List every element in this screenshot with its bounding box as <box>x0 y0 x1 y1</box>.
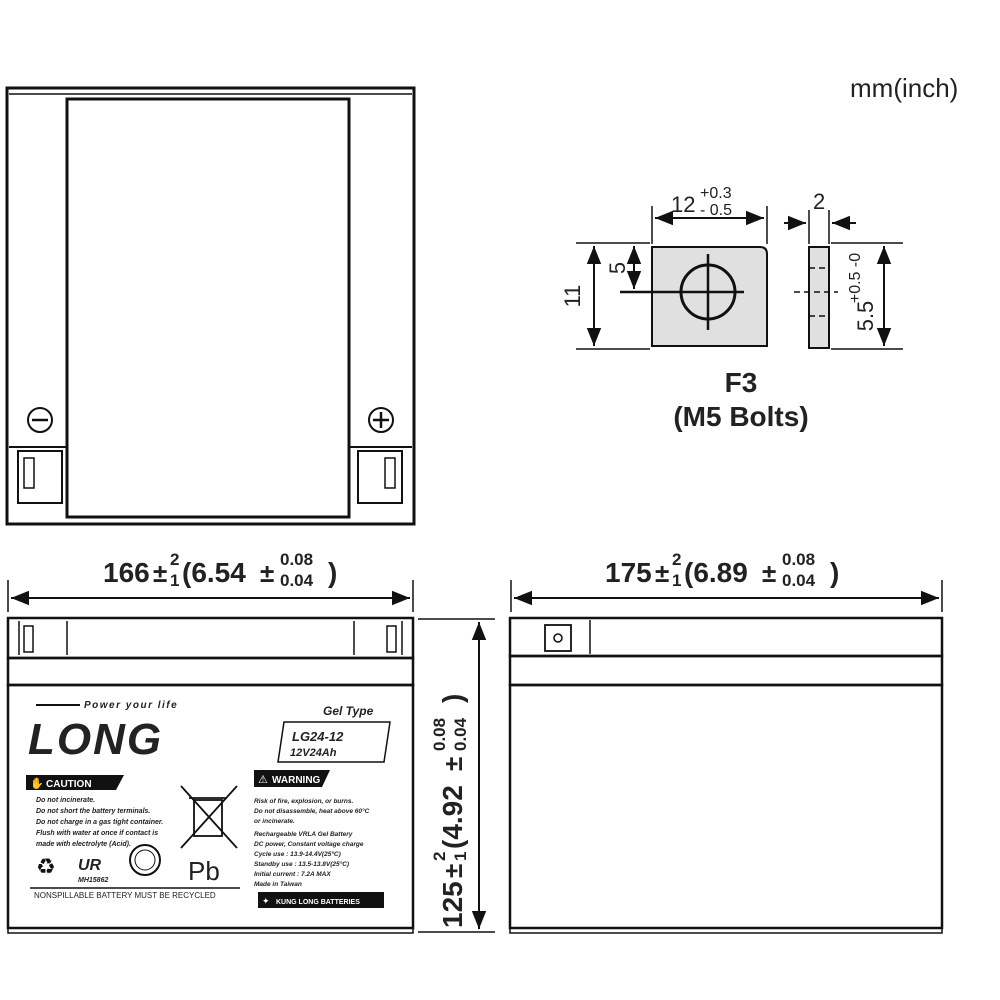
width-in-bot: 0.04 <box>280 571 314 590</box>
height-in-bot: 0.04 <box>451 717 470 751</box>
certification-seal-icon <box>129 844 161 876</box>
length-in-top: 0.08 <box>782 550 815 569</box>
width-tol-top: 2 <box>170 550 179 569</box>
terminal-width-tol-minus: - 0.5 <box>700 202 732 219</box>
unit-label: mm(inch) <box>850 73 958 103</box>
terminal-thickness-value: 2 <box>813 189 825 214</box>
terminal-hole-dia-value: 5.5 <box>853 301 878 332</box>
front-view <box>6 616 415 934</box>
brand-logo: LONG <box>28 715 163 764</box>
width-mm: 166 <box>103 557 150 588</box>
width-pm: ± <box>153 558 167 588</box>
maker-name: KUNG LONG BATTERIES <box>276 899 360 906</box>
height-in: (4.92 <box>437 785 468 849</box>
height-close: ) <box>437 694 468 703</box>
warning-line-4: Rechargeable VRLA Gel Battery <box>254 831 353 838</box>
ul-number: MH15862 <box>78 877 108 884</box>
model-number: LG24-12 <box>292 729 344 744</box>
positive-terminal-icon <box>368 407 394 433</box>
warning-line-2: Do not disassemble, heat above 60°C <box>254 807 370 815</box>
warning-line-1: Risk of fire, explosion, or burns. <box>254 798 354 805</box>
ul-mark-icon: UR <box>78 857 102 874</box>
length-in: (6.89 <box>684 557 748 588</box>
terminal-width-tol-plus: +0.3 <box>700 185 732 202</box>
warning-line-5: DC power, Constant voltage charge <box>254 841 364 848</box>
svg-text:UR: UR <box>78 857 102 874</box>
length-pm-in: ± <box>762 558 776 588</box>
warning-icon: ⚠ <box>258 774 268 786</box>
warning-header: WARNING <box>272 775 321 786</box>
caution-icon: ✋ <box>30 777 44 790</box>
height-in-top: 0.08 <box>430 718 449 751</box>
gel-type: Gel Type <box>323 704 374 718</box>
width-in-top: 0.08 <box>280 550 313 569</box>
length-in-bot: 0.04 <box>782 571 816 590</box>
length-tol-bot: 1 <box>672 571 681 590</box>
lead-symbol: Pb <box>188 856 220 886</box>
terminal-hole-offset-value: 5 <box>605 262 630 274</box>
width-pm-in: ± <box>260 558 274 588</box>
battery-rating: 12V24Ah <box>290 747 337 759</box>
maker-logo-icon: ✦ <box>262 896 270 906</box>
width-in: (6.54 <box>182 557 246 588</box>
length-mm: 175 <box>605 557 652 588</box>
side-terminal-icon <box>544 624 572 652</box>
brand-tagline: Power your life <box>84 700 178 711</box>
terminal-bolt: (M5 Bolts) <box>673 401 808 432</box>
height-mm: 125 <box>437 881 468 928</box>
caution-line-5: made with electrolyte (Acid). <box>36 841 131 848</box>
side-view <box>508 616 944 934</box>
recycle-notice: NONSPILLABLE BATTERY MUST BE RECYCLED <box>34 891 216 900</box>
caution-line-1: Do not incinerate. <box>36 797 95 804</box>
recycle-icon: ♻ <box>36 854 56 879</box>
width-dimension <box>7 580 414 612</box>
caution-line-4: Flush with water at once if contact is <box>36 830 158 837</box>
warning-line-9: Made in Taiwan <box>254 881 302 888</box>
negative-terminal-icon <box>27 407 53 433</box>
warning-line-7: Standby use : 13.5-13.8V(25°C) <box>254 860 349 868</box>
terminal-hole-tol: +0.5 -0 <box>847 253 864 303</box>
length-tol-top: 2 <box>672 550 681 569</box>
terminal-detail <box>576 206 903 350</box>
length-close: ) <box>830 557 839 588</box>
caution-header: CAUTION <box>46 779 92 790</box>
height-pm-in: ± <box>438 757 468 771</box>
length-pm: ± <box>655 558 669 588</box>
height-dimension <box>418 618 495 933</box>
terminal-height-value: 11 <box>560 285 585 308</box>
caution-line-3: Do not charge in a gas tight container. <box>36 819 163 826</box>
crossed-bin-icon <box>180 785 238 849</box>
top-view <box>5 86 416 526</box>
terminal-width-value: 12 <box>671 192 695 217</box>
caution-line-2: Do not short the battery terminals. <box>36 808 150 815</box>
height-tol-top: 2 <box>430 852 449 861</box>
terminal-name: F3 <box>725 367 758 398</box>
battery-label: Power your life LONG Gel Type LG24-12 12… <box>26 700 391 908</box>
height-tol-bot: 1 <box>451 852 470 861</box>
width-close: ) <box>328 557 337 588</box>
warning-line-3: or incinerate. <box>254 818 295 825</box>
length-dimension <box>510 580 943 612</box>
height-pm: ± <box>438 864 468 878</box>
width-tol-bot: 1 <box>170 571 179 590</box>
warning-line-8: Initial current : 7.2A MAX <box>254 871 331 878</box>
warning-line-6: Cycle use : 13.9-14.4V(25°C) <box>254 850 341 858</box>
